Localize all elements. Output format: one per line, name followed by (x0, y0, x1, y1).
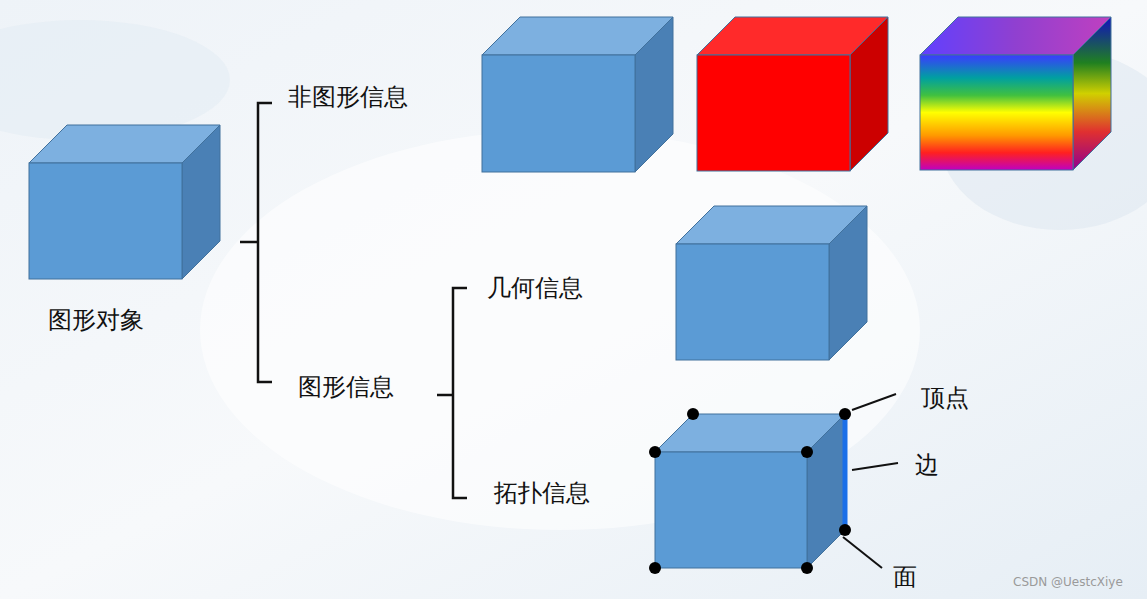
category-label: 图形信息 (298, 373, 394, 402)
callout-label: 边 (915, 451, 939, 480)
vertex-dot (839, 524, 851, 536)
cube-side (829, 206, 867, 360)
cube-front (655, 452, 807, 568)
highlighted-edge (843, 414, 848, 530)
cube-front (920, 55, 1073, 170)
cube-side (182, 125, 220, 279)
vertex-dot (649, 562, 661, 574)
cube-side (635, 17, 673, 172)
cube (676, 206, 867, 360)
cube (482, 17, 673, 172)
cube-front (697, 55, 850, 171)
cube (29, 125, 220, 279)
cube-side (807, 414, 845, 568)
vertex-dot (801, 562, 813, 574)
vertex-dot (649, 446, 661, 458)
cube-side (850, 17, 888, 171)
vertex-dot (687, 408, 699, 420)
callout-label: 面 (893, 563, 917, 592)
leader-line (852, 394, 896, 410)
cube-front (676, 244, 829, 360)
background-blur (0, 20, 230, 140)
vertex-dot (839, 408, 851, 420)
bracket (437, 288, 467, 498)
cube (655, 414, 845, 568)
leader-line (843, 537, 882, 568)
cube (697, 17, 888, 171)
cube-front (482, 55, 635, 172)
root-label: 图形对象 (48, 306, 144, 335)
callout-label: 顶点 (921, 384, 969, 413)
category-label: 非图形信息 (288, 83, 408, 112)
cube-front (29, 163, 182, 279)
vertex-dot (801, 446, 813, 458)
watermark: CSDN @UestcXiye (1013, 575, 1123, 589)
category-label: 拓扑信息 (494, 479, 590, 508)
leader-line (852, 463, 898, 470)
bracket (240, 103, 272, 382)
cube (920, 17, 1111, 170)
cube-side (1073, 17, 1111, 170)
category-label: 几何信息 (487, 274, 583, 303)
